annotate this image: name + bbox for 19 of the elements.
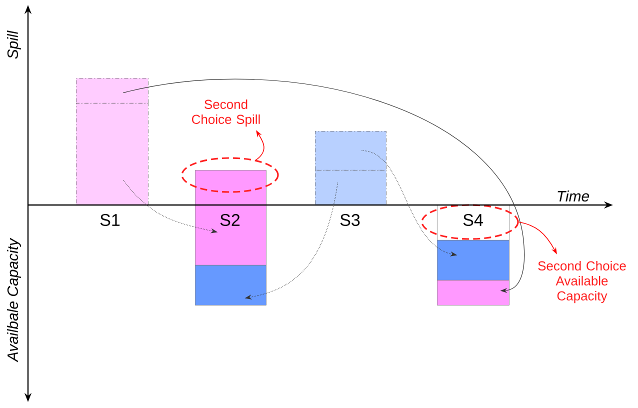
bar-segment xyxy=(437,280,510,306)
axis-label: Time xyxy=(558,190,590,202)
callout-text: Second Choice Spill xyxy=(192,99,260,127)
slot-label: S2 xyxy=(220,214,240,226)
slot-label: S3 xyxy=(340,214,360,226)
bar-segment xyxy=(437,240,510,280)
bar-segment xyxy=(195,265,266,306)
arrow xyxy=(122,79,525,293)
highlight-ellipse xyxy=(421,204,519,240)
bar-segment xyxy=(195,205,266,266)
callout-text: Second Choice Available Capacity xyxy=(538,260,626,304)
bar-segment xyxy=(315,170,386,206)
axis-label: Availbale Capacity xyxy=(7,238,21,362)
bar-segment xyxy=(315,131,386,170)
highlight-ellipse xyxy=(181,157,279,193)
bar-segment xyxy=(195,170,266,206)
axis-label: Spill xyxy=(7,30,21,59)
slot-label: S4 xyxy=(463,214,483,226)
bar-segment xyxy=(76,78,148,104)
